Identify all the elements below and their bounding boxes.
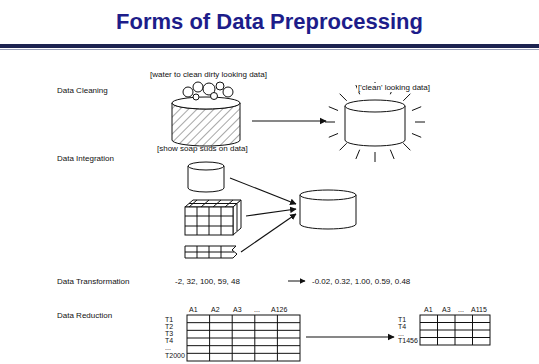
- transform-arrow: [288, 281, 305, 282]
- attribute-header: A3: [442, 306, 451, 313]
- ray: [340, 94, 347, 101]
- data-table: A1A3...A115T1T4...T1456: [398, 306, 492, 346]
- clean-arrow: [252, 120, 326, 121]
- grid-line: [187, 353, 300, 354]
- note-label: -0.02, 0.32, 1.00, 0.59, 0.48: [312, 277, 410, 286]
- attribute-header: A1: [424, 306, 433, 313]
- section-label: Data Transformation: [57, 277, 129, 286]
- source-cylinder: [188, 162, 224, 192]
- ray: [412, 107, 421, 111]
- row-label: T1: [165, 316, 173, 323]
- note-label: [show soap suds on data]: [157, 144, 248, 153]
- attribute-header: A3: [233, 306, 242, 313]
- section-label: Data Integration: [57, 154, 114, 163]
- table-border: [420, 315, 490, 345]
- ray: [375, 152, 376, 162]
- attribute-header: A1: [189, 306, 198, 313]
- row-label: T2000: [165, 352, 185, 359]
- grid-line: [187, 345, 300, 346]
- note-label: -2, 32, 100, 59, 48: [175, 277, 240, 286]
- row-label: ...: [398, 330, 404, 337]
- attribute-header: A2: [211, 306, 220, 313]
- target-cylinder: [300, 190, 356, 229]
- section-label: Data Reduction: [57, 311, 112, 320]
- row-label: T1456: [398, 337, 418, 344]
- row-label: T2: [165, 323, 173, 330]
- soap-bubbles: [183, 82, 233, 100]
- note-label: [water to clean dirty looking data]: [150, 70, 267, 79]
- ray: [403, 94, 410, 101]
- ray: [390, 150, 394, 159]
- data-cube: [185, 200, 241, 235]
- attribute-header: ...: [458, 306, 464, 313]
- dirty-cylinder: [172, 97, 240, 146]
- shine-rays: [325, 82, 425, 162]
- grid-line: [420, 337, 490, 338]
- merge-arrows: [230, 178, 296, 252]
- grid-line: [187, 338, 300, 339]
- table-grid: [165, 306, 302, 362]
- data-table: A1A2A3...A126T1T2T3T4...T2000: [165, 306, 302, 362]
- grid-line: [187, 330, 300, 331]
- ray: [340, 143, 347, 150]
- row-label: T4: [398, 323, 406, 330]
- ray: [356, 150, 360, 159]
- header-rule-thin: [0, 49, 539, 50]
- page-title: Forms of Data Preprocessing: [0, 9, 539, 35]
- grid-line: [187, 322, 300, 323]
- row-label: T3: [165, 330, 173, 337]
- note-label: ['clean' looking data]: [357, 83, 431, 92]
- attribute-header: ...: [254, 306, 260, 313]
- ray: [329, 107, 338, 111]
- table-border: [187, 315, 300, 361]
- ray: [412, 133, 421, 137]
- attribute-header: A115: [471, 306, 487, 313]
- ray: [415, 122, 425, 123]
- row-label: T4: [165, 337, 173, 344]
- reduction-arrow: [306, 336, 394, 337]
- ray: [325, 122, 335, 123]
- grid-line: [420, 322, 490, 323]
- flat-file: [185, 246, 237, 258]
- grid-line: [420, 330, 490, 331]
- header-rule: [0, 44, 539, 48]
- ray: [329, 133, 338, 137]
- ray: [403, 143, 410, 150]
- row-label: ...: [165, 344, 171, 351]
- row-label: T1: [398, 316, 406, 323]
- section-label: Data Cleaning: [57, 86, 108, 95]
- clean-cylinder: [345, 100, 405, 146]
- attribute-header: A126: [271, 306, 287, 313]
